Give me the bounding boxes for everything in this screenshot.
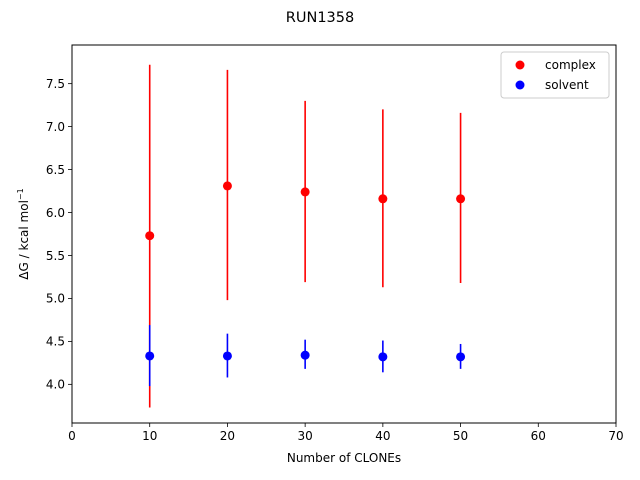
x-tick-label-4: 40: [375, 429, 390, 443]
solvent-point-1: [222, 351, 232, 361]
legend-label-complex: complex: [545, 58, 596, 72]
x-tick-label-2: 20: [220, 429, 235, 443]
y-axis: 4.0 4.5 5.0 5.5 6.0 6.5 7.0 7.5: [46, 77, 72, 392]
y-tick-label-3: 5.5: [46, 249, 65, 263]
complex-point-4: [456, 194, 466, 204]
complex-point-3: [378, 194, 388, 204]
solvent-point-2: [300, 350, 310, 360]
x-tick-label-1: 10: [142, 429, 157, 443]
y-axis-label-superscript: −1: [16, 188, 25, 200]
legend: complex solvent: [500, 51, 610, 99]
y-axis-label: ΔG / kcal mol−1: [16, 188, 31, 279]
complex-point-0: [145, 231, 155, 241]
solvent-point-0: [145, 351, 155, 361]
solvent-point-3: [378, 352, 388, 362]
y-tick-label-2: 5.0: [46, 292, 65, 306]
x-tick-label-6: 60: [531, 429, 546, 443]
y-tick-label-7: 7.5: [46, 77, 65, 91]
y-tick-label-1: 4.5: [46, 335, 65, 349]
chart-title: RUN1358: [286, 10, 354, 26]
y-tick-label-6: 7.0: [46, 120, 65, 134]
legend-box: [500, 51, 610, 99]
legend-label-solvent: solvent: [545, 78, 589, 92]
complex-point-1: [222, 181, 232, 191]
x-axis-label: Number of CLONEs: [287, 451, 401, 465]
complex-point-2: [300, 187, 310, 197]
x-tick-label-3: 30: [298, 429, 313, 443]
plot-frame: [71, 44, 617, 424]
solvent-point-4: [456, 352, 466, 362]
data-points: [145, 181, 466, 362]
legend-marker-solvent: [515, 80, 525, 90]
y-axis-label-text: ΔG / kcal mol: [17, 200, 31, 280]
x-tick-label-7: 70: [608, 429, 623, 443]
x-tick-label-0: 0: [68, 429, 76, 443]
y-tick-label-4: 6.0: [46, 206, 65, 220]
x-axis: 0 10 20 30 40 50 60 70: [68, 423, 624, 443]
legend-marker-complex: [515, 60, 525, 70]
y-tick-label-0: 4.0: [46, 378, 65, 392]
x-tick-label-5: 50: [453, 429, 468, 443]
y-tick-label-5: 6.5: [46, 163, 65, 177]
